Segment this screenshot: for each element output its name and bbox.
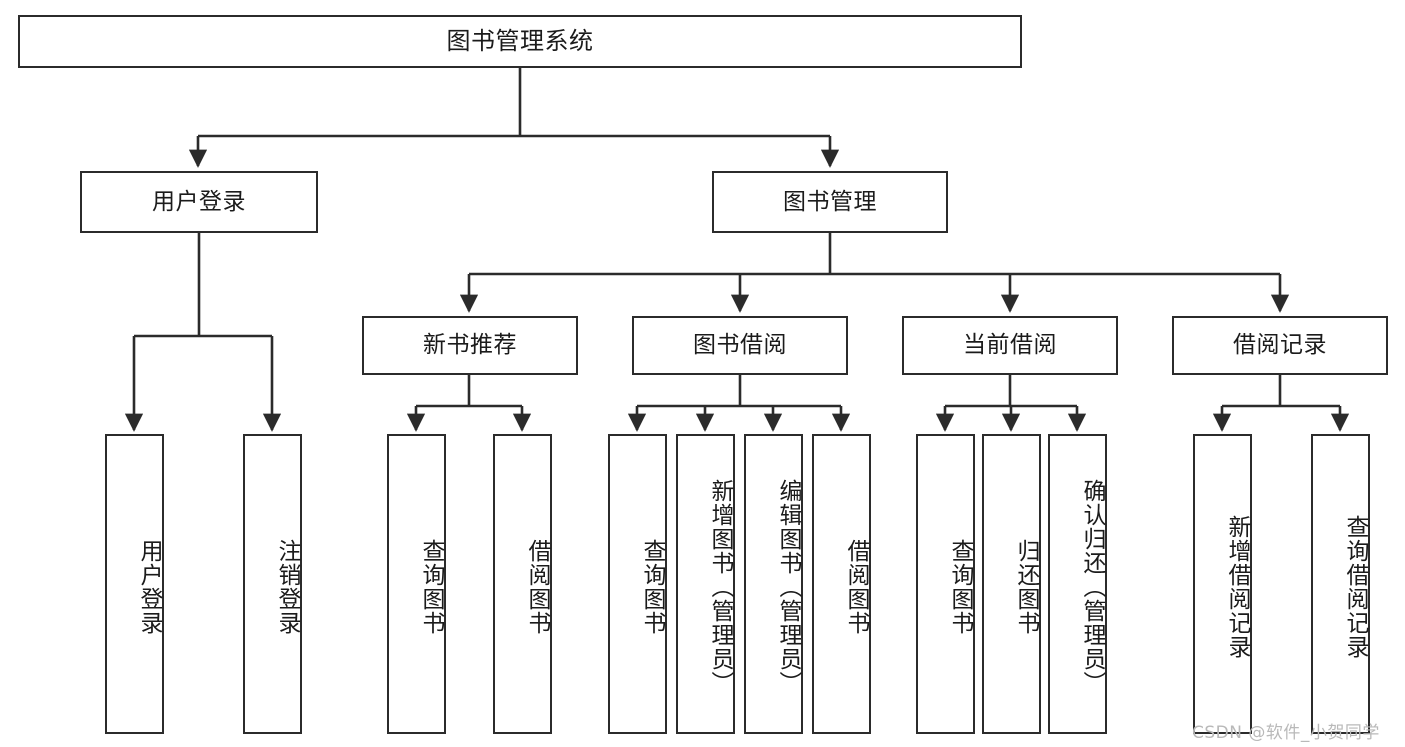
- node-label: 新增借阅记录: [1224, 515, 1250, 659]
- leaf-book-borrow-query-books[interactable]: 查询图书: [608, 434, 667, 734]
- node-label: 查询图书: [639, 539, 665, 635]
- leaf-record-add-borrow-record[interactable]: 新增借阅记录: [1193, 434, 1252, 734]
- leaf-new-book-borrow-books[interactable]: 借阅图书: [493, 434, 552, 734]
- leaf-user-login-logout[interactable]: 注销登录: [243, 434, 302, 734]
- node-label: 新书推荐: [423, 332, 517, 359]
- leaf-current-borrow-query-books[interactable]: 查询图书: [916, 434, 975, 734]
- node-label: 当前借阅: [963, 332, 1057, 359]
- node-book-management[interactable]: 图书管理: [712, 171, 948, 233]
- node-label: 查询图书: [418, 539, 444, 635]
- leaf-new-book-query-books[interactable]: 查询图书: [387, 434, 446, 734]
- node-label: 编辑图书（管理员）: [775, 479, 801, 695]
- node-label: 归还图书: [1013, 539, 1039, 635]
- node-borrowing-record[interactable]: 借阅记录: [1172, 316, 1388, 375]
- node-label: 注销登录: [274, 539, 300, 635]
- node-label: 图书借阅: [693, 332, 787, 359]
- node-book-borrowing[interactable]: 图书借阅: [632, 316, 848, 375]
- node-current-borrowing[interactable]: 当前借阅: [902, 316, 1118, 375]
- node-label: 借阅图书: [843, 539, 869, 635]
- node-label: 借阅图书: [524, 539, 550, 635]
- leaf-user-login-login[interactable]: 用户登录: [105, 434, 164, 734]
- node-user-login[interactable]: 用户登录: [80, 171, 318, 233]
- csdn-watermark: CSDN @软件_小贺同学: [1192, 723, 1380, 743]
- node-label: 查询借阅记录: [1342, 515, 1368, 659]
- node-label: 图书管理系统: [446, 26, 594, 55]
- node-label: 用户登录: [152, 188, 246, 215]
- leaf-record-query-borrow-record[interactable]: 查询借阅记录: [1311, 434, 1370, 734]
- node-label: 图书管理: [783, 188, 877, 215]
- node-label: 用户登录: [136, 539, 162, 635]
- leaf-current-borrow-return-books[interactable]: 归还图书: [982, 434, 1041, 734]
- node-label: 新增图书（管理员）: [707, 479, 733, 695]
- node-new-book-recommendation[interactable]: 新书推荐: [362, 316, 578, 375]
- leaf-book-borrow-add-book-admin[interactable]: 新增图书（管理员）: [676, 434, 735, 734]
- node-label: 确认归还（管理员）: [1079, 479, 1105, 695]
- node-label: 借阅记录: [1233, 332, 1327, 359]
- node-label: 查询图书: [947, 539, 973, 635]
- node-root-book-management-system[interactable]: 图书管理系统: [18, 15, 1022, 68]
- leaf-book-borrow-edit-book-admin[interactable]: 编辑图书（管理员）: [744, 434, 803, 734]
- leaf-book-borrow-borrow-books[interactable]: 借阅图书: [812, 434, 871, 734]
- leaf-current-borrow-confirm-return-admin[interactable]: 确认归还（管理员）: [1048, 434, 1107, 734]
